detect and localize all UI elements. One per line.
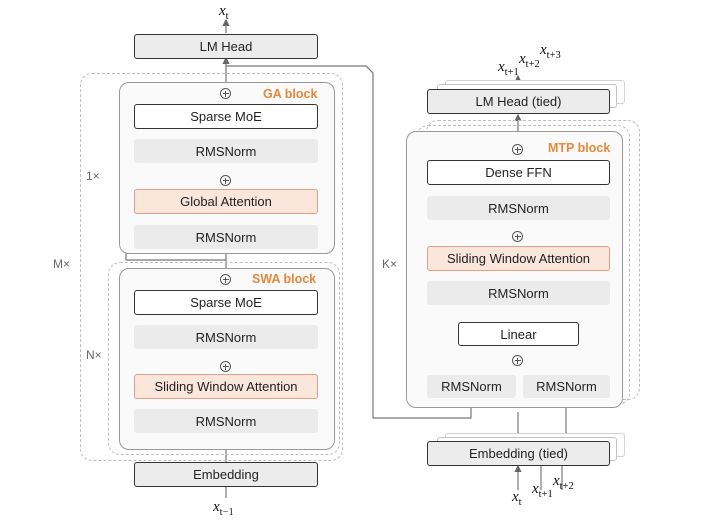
ga-rmsnorm-top-label: RMSNorm [195, 143, 257, 159]
ga-block-title: GA block [263, 87, 318, 101]
swa-rmsnorm-top-label: RMSNorm [195, 329, 257, 345]
swa-rmsnorm-bottom-label: RMSNorm [195, 413, 257, 429]
ga-rmsnorm-top-box: RMSNorm [134, 139, 318, 163]
mtp-rmsnorm-left-label: RMSNorm [441, 379, 502, 394]
mtp-attention-label: Sliding Window Attention [446, 251, 591, 266]
embedding-tied-label: Embedding (tied) [469, 446, 568, 461]
residual-add-icon [512, 231, 523, 242]
sliding-window-attention-label: Sliding Window Attention [154, 379, 298, 394]
mtp-rmsnorm-mid-label: RMSNorm [488, 285, 549, 301]
mtp-input-token-3: xt+2 [553, 473, 574, 492]
lm-head-tied-label: LM Head (tied) [475, 94, 562, 109]
concat-add-icon [512, 355, 523, 366]
mtp-rmsnorm-right-label: RMSNorm [536, 379, 597, 394]
swa-repeat-outline [108, 262, 340, 455]
dense-ffn-box: Dense FFN [427, 160, 610, 185]
swa-block-title: SWA block [252, 272, 317, 286]
ga-sparse-moe-box: Sparse MoE [134, 104, 318, 129]
ga-sparse-moe-label: Sparse MoE [190, 109, 262, 124]
linear-box: Linear [458, 322, 579, 346]
swa-block-repeat: N× [86, 348, 102, 362]
outer-repeat-label: M× [53, 257, 71, 271]
swa-rmsnorm-top-box: RMSNorm [134, 325, 318, 349]
mtp-input-token-1: xt [512, 489, 522, 508]
mtp-output-token-2: xt+2 [519, 51, 540, 70]
sliding-window-attention-box: Sliding Window Attention [134, 374, 318, 399]
ga-rmsnorm-bottom-box: RMSNorm [134, 225, 318, 249]
ga-block-repeat: 1× [86, 169, 100, 183]
lm-head-label: LM Head [199, 39, 253, 54]
residual-add-icon [220, 274, 231, 285]
mtp-rmsnorm-right-box: RMSNorm [523, 375, 610, 398]
swa-sparse-moe-box: Sparse MoE [134, 290, 318, 315]
mtp-block-title: MTP block [548, 141, 611, 155]
mtp-rmsnorm-top-box: RMSNorm [427, 196, 610, 220]
residual-add-icon [220, 175, 231, 186]
mtp-repeat-label: K× [382, 257, 398, 271]
ga-rmsnorm-bottom-label: RMSNorm [195, 229, 257, 245]
residual-add-icon [220, 88, 231, 99]
outer-repeat-outline [80, 73, 343, 461]
dense-ffn-label: Dense FFN [485, 165, 552, 180]
embedding-box: Embedding [134, 462, 318, 487]
global-attention-label: Global Attention [180, 194, 272, 209]
residual-add-icon [220, 361, 231, 372]
lm-head-box: LM Head [134, 34, 318, 59]
residual-add-icon [512, 144, 523, 155]
mtp-rmsnorm-left-box: RMSNorm [427, 375, 516, 398]
linear-label: Linear [500, 326, 537, 342]
mtp-attention-box: Sliding Window Attention [427, 246, 610, 271]
input-token-label: xt−1 [213, 499, 234, 518]
embedding-tied-box: Embedding (tied) [427, 441, 610, 466]
embedding-label: Embedding [193, 467, 259, 482]
mtp-output-token-3: xt+3 [540, 42, 561, 61]
swa-sparse-moe-label: Sparse MoE [190, 295, 262, 310]
mtp-output-token-1: xt+1 [498, 59, 519, 78]
mtp-input-token-2: xt+1 [532, 481, 553, 500]
output-token-label: xt [219, 3, 229, 22]
lm-head-tied-box: LM Head (tied) [427, 89, 610, 114]
mtp-rmsnorm-top-label: RMSNorm [488, 200, 549, 216]
mtp-rmsnorm-mid-box: RMSNorm [427, 281, 610, 305]
swa-rmsnorm-bottom-box: RMSNorm [134, 409, 318, 433]
global-attention-box: Global Attention [134, 189, 318, 214]
